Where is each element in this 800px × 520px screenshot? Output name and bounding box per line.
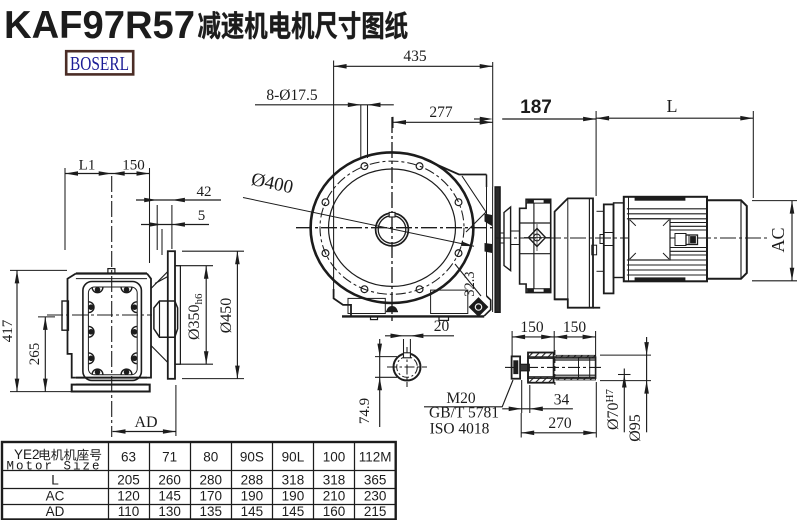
svg-text:150: 150 <box>122 158 145 174</box>
svg-text:AD: AD <box>134 414 157 431</box>
svg-text:145: 145 <box>241 504 264 519</box>
svg-text:187: 187 <box>520 97 552 118</box>
svg-text:210: 210 <box>323 489 346 504</box>
svg-text:Ø350h6: Ø350h6 <box>186 293 205 340</box>
svg-text:100: 100 <box>323 450 346 465</box>
svg-text:AC: AC <box>768 227 788 252</box>
svg-text:230: 230 <box>364 489 387 504</box>
svg-text:190: 190 <box>241 489 264 504</box>
svg-text:318: 318 <box>282 473 305 488</box>
svg-text:205: 205 <box>117 473 140 488</box>
svg-text:63: 63 <box>121 450 136 465</box>
svg-text:L: L <box>51 473 59 488</box>
svg-text:YE2: YE2 <box>14 447 40 462</box>
svg-text:Ø95: Ø95 <box>627 414 644 442</box>
svg-text:280: 280 <box>199 473 222 488</box>
svg-text:AD: AD <box>46 504 65 519</box>
svg-text:160: 160 <box>323 504 346 519</box>
svg-text:145: 145 <box>282 504 305 519</box>
svg-text:365: 365 <box>364 473 387 488</box>
svg-text:288: 288 <box>241 473 264 488</box>
svg-text:20: 20 <box>434 318 450 335</box>
svg-text:KAF97R57: KAF97R57 <box>4 4 195 47</box>
svg-text:435: 435 <box>403 48 427 65</box>
svg-text:170: 170 <box>199 489 222 504</box>
svg-text:112M: 112M <box>359 450 392 465</box>
svg-text:150: 150 <box>563 319 587 336</box>
svg-text:Ø450: Ø450 <box>218 298 235 334</box>
svg-text:190: 190 <box>282 489 305 504</box>
svg-text:34: 34 <box>554 392 570 409</box>
svg-text:8-Ø17.5: 8-Ø17.5 <box>266 87 317 104</box>
svg-text:71: 71 <box>162 450 177 465</box>
svg-text:5: 5 <box>198 208 206 224</box>
svg-text:32.3: 32.3 <box>462 271 478 296</box>
svg-text:BOSERL: BOSERL <box>70 53 129 75</box>
svg-text:ISO 4018: ISO 4018 <box>430 421 490 438</box>
svg-text:265: 265 <box>27 343 43 366</box>
svg-text:74.9: 74.9 <box>357 398 373 424</box>
svg-text:42: 42 <box>197 184 212 200</box>
svg-text:Motor Size: Motor Size <box>6 459 101 473</box>
svg-text:110: 110 <box>118 504 140 519</box>
svg-text:80: 80 <box>203 450 218 465</box>
svg-text:150: 150 <box>520 319 544 336</box>
svg-text:417: 417 <box>0 319 16 342</box>
svg-text:215: 215 <box>364 504 387 519</box>
svg-text:135: 135 <box>199 504 222 519</box>
svg-text:90L: 90L <box>282 450 305 465</box>
svg-text:277: 277 <box>429 104 453 121</box>
svg-text:130: 130 <box>158 504 181 519</box>
svg-text:120: 120 <box>117 489 140 504</box>
svg-text:M20: M20 <box>446 390 476 407</box>
svg-text:AC: AC <box>46 489 65 504</box>
svg-text:90S: 90S <box>240 450 264 465</box>
svg-text:318: 318 <box>323 473 346 488</box>
svg-text:270: 270 <box>548 415 572 432</box>
svg-text:L1: L1 <box>79 158 96 174</box>
svg-text:260: 260 <box>158 473 181 488</box>
svg-text:145: 145 <box>158 489 181 504</box>
svg-text:L: L <box>667 96 678 116</box>
svg-text:GB/T 5781: GB/T 5781 <box>429 405 499 422</box>
